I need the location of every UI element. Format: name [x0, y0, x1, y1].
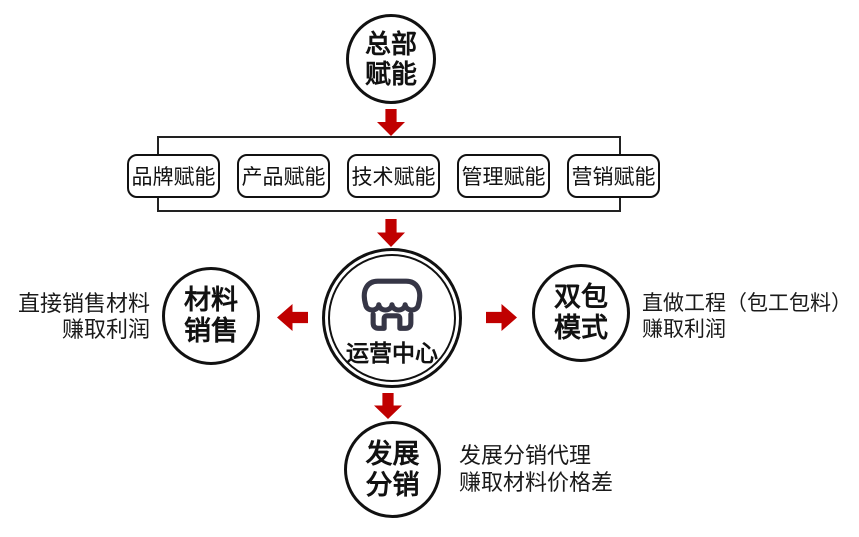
node-material-sales-label-line1: 材料 — [184, 285, 238, 315]
node-develop-distribution-label-line2: 分销 — [365, 469, 420, 500]
double-contract-description-line1: 直做工程（包工包料） — [642, 292, 852, 315]
box-technology-empowerment: 技术赋能 — [347, 154, 440, 198]
arrow-left-icon — [277, 304, 308, 331]
node-headquarters-label-line1: 总部 — [364, 29, 417, 59]
material-sales-description-line2: 赚取利润 — [61, 317, 150, 342]
node-material-sales: 材料 销售 — [162, 267, 260, 365]
material-sales-description-line1: 直接销售材料 — [17, 291, 150, 316]
empowerment-boxes-row: 品牌赋能 产品赋能 技术赋能 管理赋能 营销赋能 — [127, 154, 660, 198]
node-double-contract-label-line1: 双包 — [554, 282, 608, 312]
double-contract-description: 直做工程（包工包料） 赚取利润 — [642, 291, 852, 343]
arrow-down-icon — [374, 393, 402, 419]
node-material-sales-label-line2: 销售 — [184, 316, 238, 346]
develop-distribution-description-line2: 赚取材料价格差 — [459, 470, 614, 495]
arrow-down-icon — [377, 219, 405, 247]
storefront-icon — [361, 278, 423, 331]
node-double-contract-mode: 双包 模式 — [532, 264, 630, 362]
double-contract-description-line2: 赚取利润 — [642, 318, 726, 341]
arrow-right-icon — [486, 304, 517, 331]
node-develop-distribution-label-line1: 发展 — [365, 438, 420, 469]
develop-distribution-description: 发展分销代理 赚取材料价格差 — [459, 442, 613, 496]
box-management-empowerment: 管理赋能 — [457, 154, 550, 198]
develop-distribution-description-line1: 发展分销代理 — [459, 443, 592, 468]
node-double-contract-label-line2: 模式 — [554, 313, 608, 343]
arrow-down-icon — [377, 109, 405, 136]
box-marketing-empowerment: 营销赋能 — [567, 154, 660, 198]
box-brand-empowerment: 品牌赋能 — [127, 154, 220, 198]
node-headquarters: 总部 赋能 — [346, 14, 436, 104]
node-operations-center: 运营中心 — [322, 248, 462, 388]
node-headquarters-label-line2: 赋能 — [364, 59, 417, 89]
node-operations-center-label: 运营中心 — [346, 339, 438, 366]
node-develop-distribution: 发展 分销 — [344, 421, 441, 518]
material-sales-description: 直接销售材料 赚取利润 — [8, 291, 150, 343]
operations-center-content: 运营中心 — [346, 271, 438, 366]
box-product-empowerment: 产品赋能 — [237, 154, 330, 198]
